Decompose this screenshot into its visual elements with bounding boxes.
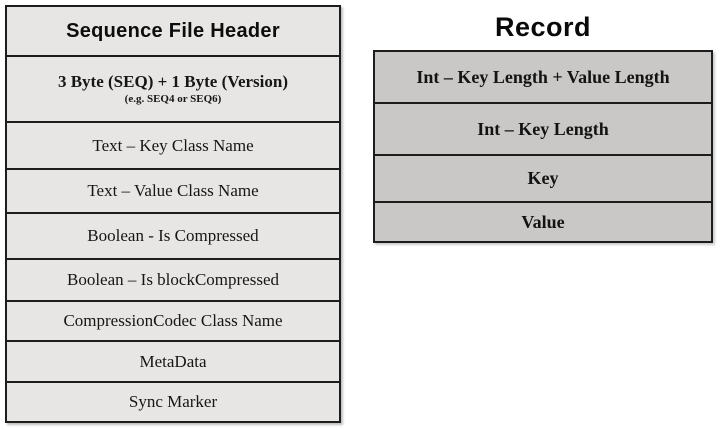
table-row-value: Value bbox=[375, 201, 711, 241]
table-row-compression-codec: CompressionCodec Class Name bbox=[7, 300, 339, 340]
row-sublabel: (e.g. SEQ4 or SEQ6) bbox=[124, 92, 222, 105]
table-row-is-compressed: Boolean - Is Compressed bbox=[7, 212, 339, 258]
sequence-file-header-table: Sequence File Header 3 Byte (SEQ) + 1 By… bbox=[5, 5, 341, 423]
record-title: Record bbox=[494, 12, 592, 42]
table-row-metadata: MetaData bbox=[7, 340, 339, 381]
table-row-key: Key bbox=[375, 154, 711, 201]
sequence-file-header-title: Sequence File Header bbox=[66, 19, 280, 42]
table-row-key-class-name: Text – Key Class Name bbox=[7, 121, 339, 168]
row-label: 3 Byte (SEQ) + 1 Byte (Version) bbox=[57, 72, 289, 92]
table-row-value-class-name: Text – Value Class Name bbox=[7, 168, 339, 212]
table-row-key-length: Int – Key Length bbox=[375, 102, 711, 154]
table-row-is-block-compressed: Boolean – Is blockCompressed bbox=[7, 258, 339, 300]
table-row-version-bytes: 3 Byte (SEQ) + 1 Byte (Version) (e.g. SE… bbox=[7, 55, 339, 121]
table-row-key-value-length: Int – Key Length + Value Length bbox=[416, 66, 670, 87]
record-table: Int – Key Length + Value Length Int – Ke… bbox=[373, 50, 713, 243]
table-row-sync-marker: Sync Marker bbox=[7, 381, 339, 421]
